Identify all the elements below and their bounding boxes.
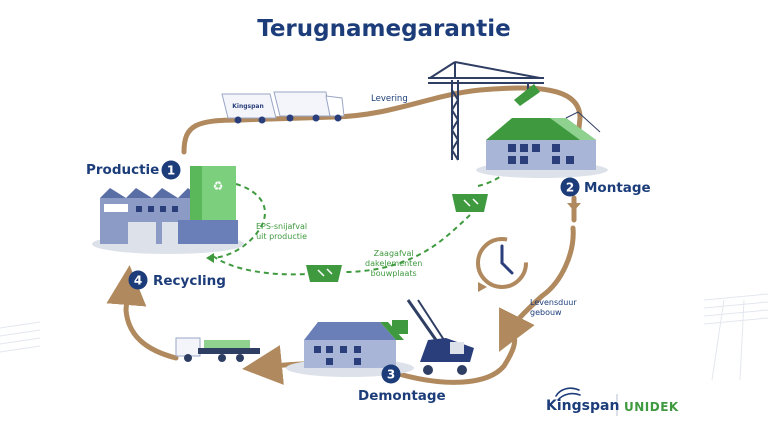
step-badge: 2 bbox=[560, 177, 580, 197]
flatbed-truck-illustration bbox=[175, 337, 260, 362]
note-levensduur: Levensduur gebouw bbox=[530, 298, 577, 317]
step-label-demontage: Demontage bbox=[358, 388, 446, 404]
logo-kingspan: Kingspan bbox=[546, 398, 620, 414]
background-pattern bbox=[0, 293, 768, 381]
step-label-montage: Montage bbox=[584, 180, 651, 196]
mobile-crane-illustration bbox=[406, 299, 474, 375]
montage-arrow-icon bbox=[567, 203, 581, 211]
note-zaagafval: Zaagafval dakelementen bouwplaats bbox=[365, 249, 423, 278]
delivery-trucks-illustration bbox=[221, 91, 345, 124]
step-badge-number: 2 bbox=[566, 181, 574, 195]
roof-panel-icon bbox=[514, 84, 540, 106]
recycle-container-icon bbox=[452, 194, 488, 212]
step-badge-number: 3 bbox=[387, 368, 395, 382]
step-badge: 3 bbox=[381, 364, 401, 384]
cycle-path bbox=[106, 85, 583, 385]
factory-illustration: ♻ bbox=[92, 166, 244, 254]
svg-text:♻: ♻ bbox=[213, 179, 224, 193]
step-badge-number: 1 bbox=[167, 164, 175, 178]
step-badge: 4 bbox=[128, 270, 148, 290]
kingspan-logo-mark bbox=[555, 387, 581, 401]
recycle-container-icon bbox=[306, 265, 342, 282]
step-badge-number: 4 bbox=[134, 274, 142, 288]
page-title: Terugnamegarantie bbox=[257, 16, 511, 42]
route-label-levering: Levering bbox=[371, 94, 408, 104]
step-label-recycling: Recycling bbox=[153, 273, 226, 289]
step-badge: 1 bbox=[161, 160, 181, 180]
house-montage-illustration bbox=[476, 111, 608, 178]
logo-unidek: UNIDEK bbox=[624, 400, 679, 414]
crane-illustration bbox=[428, 61, 544, 161]
clock-icon bbox=[476, 237, 528, 292]
truck-brand-text: Kingspan bbox=[232, 103, 263, 110]
step-label-productie: Productie bbox=[86, 162, 160, 178]
note-eps-snijafval: EPS-snijafval uit productie bbox=[256, 222, 308, 241]
waste-paths bbox=[209, 159, 513, 276]
